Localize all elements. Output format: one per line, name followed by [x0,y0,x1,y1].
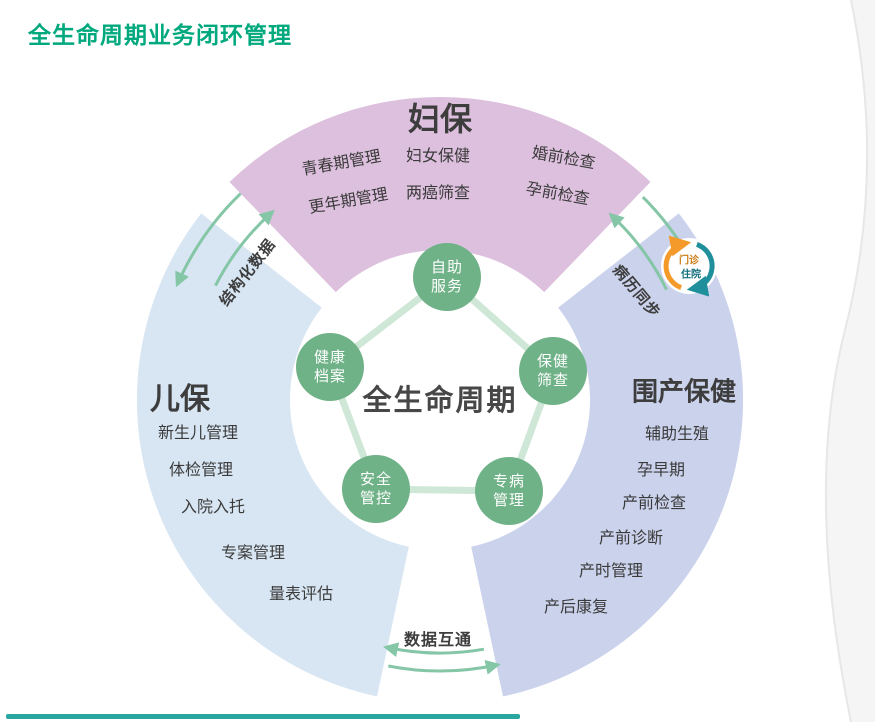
node-label: 筛查 [536,371,569,389]
page-title: 全生命周期业务闭环管理 [28,23,292,49]
node-label: 服务 [430,277,463,295]
node-label: 档案 [313,367,346,385]
maternal-item: 妇女保健 [405,146,471,165]
maternal-item: 两癌筛查 [405,183,471,202]
perinatal-section-title: 围产保健 [631,377,737,408]
flow-arrow-topleft-down [175,192,242,288]
perinatal-item: 产前诊断 [598,528,664,547]
cycle-icon-outpatient-label: 门诊 [679,255,699,267]
perinatal-item: 辅助生殖 [644,424,710,443]
node-disease-management: 专病 管理 [475,457,543,525]
background-swoosh-line [824,0,869,722]
child-item: 新生儿管理 [157,423,239,442]
cycle-icon [661,235,717,297]
flow-arrow-bottom-left [382,642,485,658]
child-arc [136,213,409,697]
child-item: 量表评估 [268,584,334,603]
flow-arrow-topleft-up [214,209,275,287]
child-item: 入院入托 [180,497,246,516]
perinatal-item: 产时管理 [578,561,644,580]
perinatal-item: 孕早期 [636,460,686,479]
node-health-screening: 保健 筛查 [519,337,587,405]
maternal-section-title: 妇保 [407,100,473,138]
background-swoosh [825,0,875,722]
perinatal-arc [471,213,744,697]
node-label: 安全 [359,470,392,489]
maternal-arc [229,96,651,293]
flow-label-data-interchange: 数据互通 [403,630,473,649]
node-self-service: 自助 服务 [413,243,481,311]
node-health-records: 健康 档案 [296,333,364,401]
child-item: 体检管理 [168,460,234,479]
flow-arrow-bottom-right [388,659,501,675]
footer-accent-bar [6,714,520,719]
cycle-icon-orange-arrow [663,235,692,290]
perinatal-item: 产前检查 [621,493,687,512]
node-label: 健康 [313,348,346,367]
center-label: 全生命周期 [362,383,518,417]
child-item: 专案管理 [220,543,286,562]
node-label: 自助 [430,258,463,277]
cycle-icon-teal-arrow [686,242,715,297]
node-label: 专病 [492,472,525,491]
node-label: 保健 [536,352,569,371]
cycle-icon-inpatient-label: 住院 [681,269,701,281]
flow-arrow-topright-up [608,212,668,291]
child-section-title: 儿保 [150,382,210,417]
perinatal-item: 产后康复 [543,597,609,616]
node-label: 管控 [359,489,392,507]
node-label: 管理 [492,491,525,509]
node-safety-control: 安全 管控 [342,455,410,523]
